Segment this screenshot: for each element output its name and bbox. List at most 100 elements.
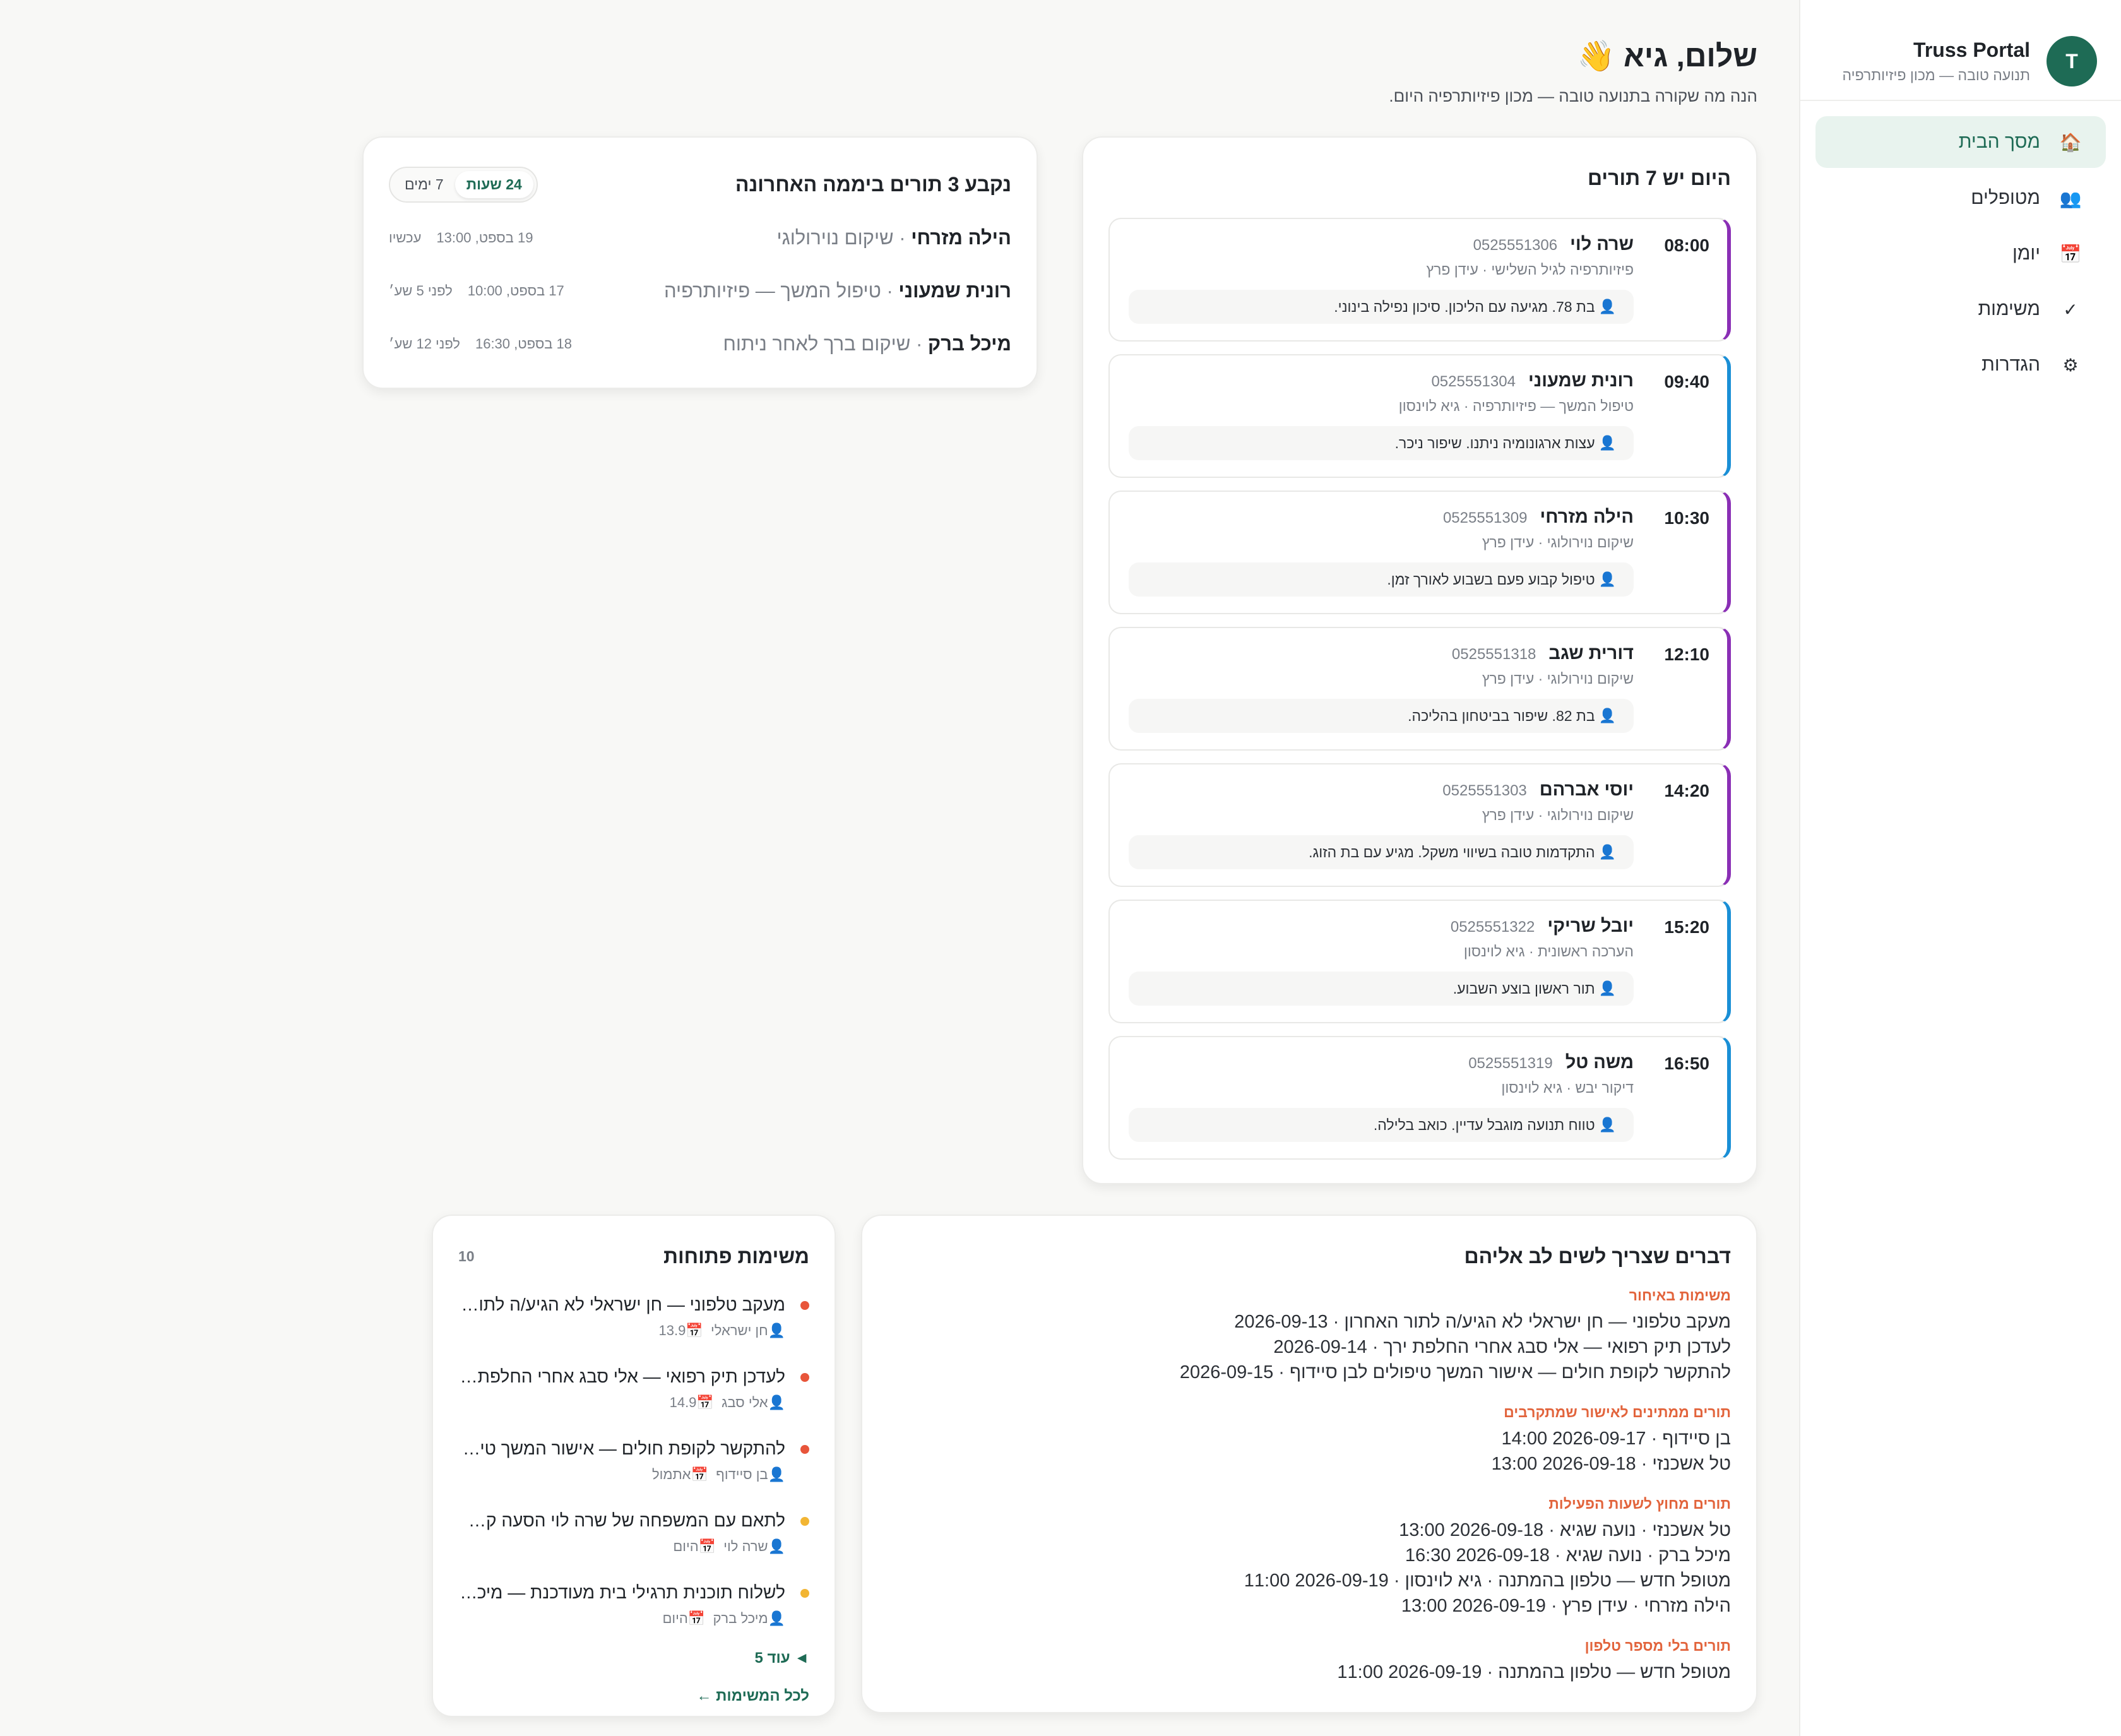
attention-item[interactable]: הילה מזרחי · עידן פרץ · 2026-09-19 13:00 — [1401, 1596, 1731, 1616]
sidebar: T Truss Portal תנועה טובה — מכון פיזיותר… — [1799, 0, 2121, 1736]
appointment-date: 18 בספט, 16:30 — [475, 336, 573, 352]
sidebar-item-tasks[interactable]: ✓ משימות — [1815, 284, 2106, 335]
task-due: אתמול — [651, 1466, 691, 1482]
toggle-24-hours[interactable]: 24 שעות — [454, 171, 533, 198]
brand-logo: T — [2047, 36, 2097, 86]
attention-group-outside-hours: תורים מחוץ לשעות הפעילות טל אשכנזי · נוע… — [888, 1495, 1731, 1619]
attention-item[interactable]: לעדכן תיק רפואי — אלי סבג אחרי החלפת ירך… — [1273, 1337, 1731, 1357]
patient-phone: 0525551303 — [1442, 782, 1527, 799]
attention-item[interactable]: בן סיידוף · 2026-09-17 14:00 — [1501, 1429, 1731, 1449]
task-item[interactable]: לשלוח תוכנית תרגילי בית מעודכנת — מיכל ב… — [458, 1583, 809, 1627]
task-title: לתאם עם המשפחה של שרה לוי הסעה קבועה — [458, 1511, 785, 1530]
all-tasks-link[interactable]: לכל המשימות ← — [696, 1687, 810, 1704]
toggle-7-days[interactable]: 7 ימים — [405, 176, 444, 193]
appointment-type: טיפול המשך — פיזיותרפיה · גיא לוינסון — [1398, 398, 1634, 414]
appointment-note: 👤בת 82. שיפור בביטחון בהליכה. — [1129, 699, 1634, 733]
attention-item[interactable]: טל אשכנזי · 2026-09-18 13:00 — [1491, 1454, 1731, 1474]
note-text: בת 78. מגיעה עם הליכון. סיכון נפילה בינו… — [1334, 298, 1595, 315]
page-header: שלום, גיא 👋 הנה מה שקורה בתנועה טובה — מ… — [874, 38, 1757, 106]
attention-item[interactable]: להתקשר לקופת חולים — אישור המשך טיפולים … — [1179, 1362, 1731, 1382]
note-text: טווח תנועה מוגבל עדיין. כואב בלילה. — [1373, 1116, 1595, 1133]
priority-dot — [800, 1589, 809, 1598]
appointment-type: שיקום נוירולוגי · עידן פרץ — [1482, 807, 1634, 823]
person-icon: 👤 — [768, 1610, 785, 1626]
sidebar-item-label: משימות — [1978, 299, 2040, 319]
priority-dot — [800, 1373, 809, 1382]
attention-item[interactable]: מיכל ברק · נועה שגיא · 2026-09-18 16:30 — [1405, 1545, 1731, 1566]
attention-group-title: משימות באיחור — [1629, 1287, 1731, 1304]
task-item[interactable]: מעקב טלפוני — חן ישראלי לא הגיע/ה לתור ה… — [458, 1295, 809, 1339]
recent-booking-row[interactable]: הילה מזרחי · שיקום נוירולוגי 19 בספט, 13… — [389, 227, 1011, 249]
note-text: טיפול קבוע פעם בשבוע לאורך זמן. — [1387, 571, 1595, 588]
appointment-time: 16:50 — [1664, 1054, 1709, 1073]
check-icon: ✓ — [2063, 299, 2078, 319]
booked-ago: לפני 12 שע׳ — [389, 336, 460, 352]
person-icon: 👤 — [768, 1394, 785, 1410]
page-subtitle: הנה מה שקורה בתנועה טובה — מכון פיזיותרפ… — [1389, 86, 1757, 105]
patient-name: יוסי אברהם — [1539, 780, 1634, 800]
recent-booking-row[interactable]: מיכל ברק · שיקום ברך לאחר ניתוח 18 בספט,… — [389, 333, 1011, 355]
sidebar-item-calendar[interactable]: 📅יומן — [1815, 229, 2106, 279]
show-more-tasks[interactable]: ◄ עוד 5 — [458, 1650, 810, 1667]
patient-name: משה טל — [1565, 1052, 1634, 1073]
person-icon: 👤 — [1598, 980, 1616, 996]
person-icon: 👤 — [1598, 299, 1616, 314]
attention-item[interactable]: מטופל חדש — טלפון בהמתנה · 2026-09-19 11… — [1337, 1662, 1731, 1682]
task-item[interactable]: להתקשר לקופת חולים — אישור המשך טיפולים … — [458, 1439, 809, 1483]
person-icon: 👤 — [768, 1323, 785, 1338]
patient-name: רונית שמעוני — [1528, 371, 1634, 391]
patient-phone: 0525551306 — [1473, 237, 1558, 254]
note-text: תור ראשון בוצע השבוע. — [1453, 980, 1595, 997]
appointment-type: הערכה ראשונית · גיא לוינסון — [1463, 943, 1634, 960]
task-title: מעקב טלפוני — חן ישראלי לא הגיע/ה לתור ה… — [458, 1295, 785, 1314]
task-item[interactable]: לעדכן תיק רפואי — אלי סבג אחרי החלפת ירך… — [458, 1367, 809, 1411]
card-title: היום יש 7 תורים — [1588, 167, 1731, 189]
attention-item[interactable]: טל אשכנזי · נועה שגיא · 2026-09-18 13:00 — [1399, 1520, 1731, 1540]
attention-item[interactable]: מטופל חדש — טלפון בהמתנה · גיא לוינסון ·… — [1244, 1571, 1731, 1591]
appointment-note: 👤עצות ארגונומיה ניתנו. שיפור ניכר. — [1129, 426, 1634, 460]
appointment-type: שיקום נוירולוגי · עידן פרץ — [1482, 670, 1634, 687]
calendar-icon: 📅 — [691, 1466, 708, 1482]
users-icon: 👥 — [2059, 188, 2082, 208]
card-title: דברים שצריך לשים לב אליהם — [1464, 1245, 1731, 1268]
attention-group-title: תורים מחוץ לשעות הפעילות — [1548, 1495, 1731, 1512]
sidebar-item-settings[interactable]: ⚙הגדרות — [1815, 340, 2106, 390]
task-title: לעדכן תיק רפואי — אלי סבג אחרי החלפת ירך — [458, 1367, 785, 1386]
task-item[interactable]: לתאם עם המשפחה של שרה לוי הסעה קבועה 👤שר… — [458, 1511, 809, 1555]
home-icon: 🏠 — [2059, 132, 2082, 152]
brand-name: Truss Portal — [1913, 39, 2030, 61]
priority-dot — [800, 1517, 809, 1526]
patient-phone: 0525551322 — [1450, 919, 1535, 936]
attention-item[interactable]: מעקב טלפוני — חן ישראלי לא הגיע/ה לתור ה… — [1234, 1312, 1731, 1332]
calendar-icon: 📅 — [2059, 244, 2082, 264]
booked-ago: עכשיו — [389, 230, 422, 246]
sidebar-nav: 🏠מסך הבית 👥מטופלים 📅יומן ✓ משימות ⚙הגדרות — [1800, 101, 2121, 390]
sidebar-item-home[interactable]: 🏠מסך הבית — [1815, 116, 2106, 168]
task-title: לשלוח תוכנית תרגילי בית מעודכנת — מיכל ב… — [458, 1583, 785, 1602]
recent-booking-row[interactable]: רונית שמעוני · טיפול המשך — פיזיותרפיה 1… — [389, 280, 1011, 302]
brand: T Truss Portal תנועה טובה — מכון פיזיותר… — [1800, 0, 2121, 101]
priority-dot — [800, 1445, 809, 1454]
sidebar-item-patients[interactable]: 👥מטופלים — [1815, 173, 2106, 223]
booked-ago: לפני 5 שע׳ — [389, 283, 453, 299]
patient-name: יובל שריקי — [1547, 916, 1634, 936]
task-assignee: בן סיידוף — [716, 1466, 768, 1482]
task-assignee: שרה לוי — [723, 1538, 768, 1554]
appointment-type: טיפול המשך — פיזיותרפיה — [663, 280, 881, 302]
appointment-time: 12:10 — [1664, 645, 1709, 664]
patient-name: שרה לוי — [1570, 234, 1634, 254]
appointment-type: פיזיותרפיה לגיל השלישי · עידן פרץ — [1426, 261, 1634, 278]
person-icon: 👤 — [1598, 571, 1616, 587]
appointment-time: 10:30 — [1664, 508, 1709, 528]
recent-bookings-card: נקבע 3 תורים ביממה האחרונה 24 שעות 7 ימי… — [362, 136, 1038, 389]
gear-icon: ⚙ — [2062, 355, 2079, 375]
calendar-icon: 📅 — [698, 1538, 716, 1554]
brand-subtitle: תנועה טובה — מכון פיזיותרפיה — [1842, 67, 2030, 83]
